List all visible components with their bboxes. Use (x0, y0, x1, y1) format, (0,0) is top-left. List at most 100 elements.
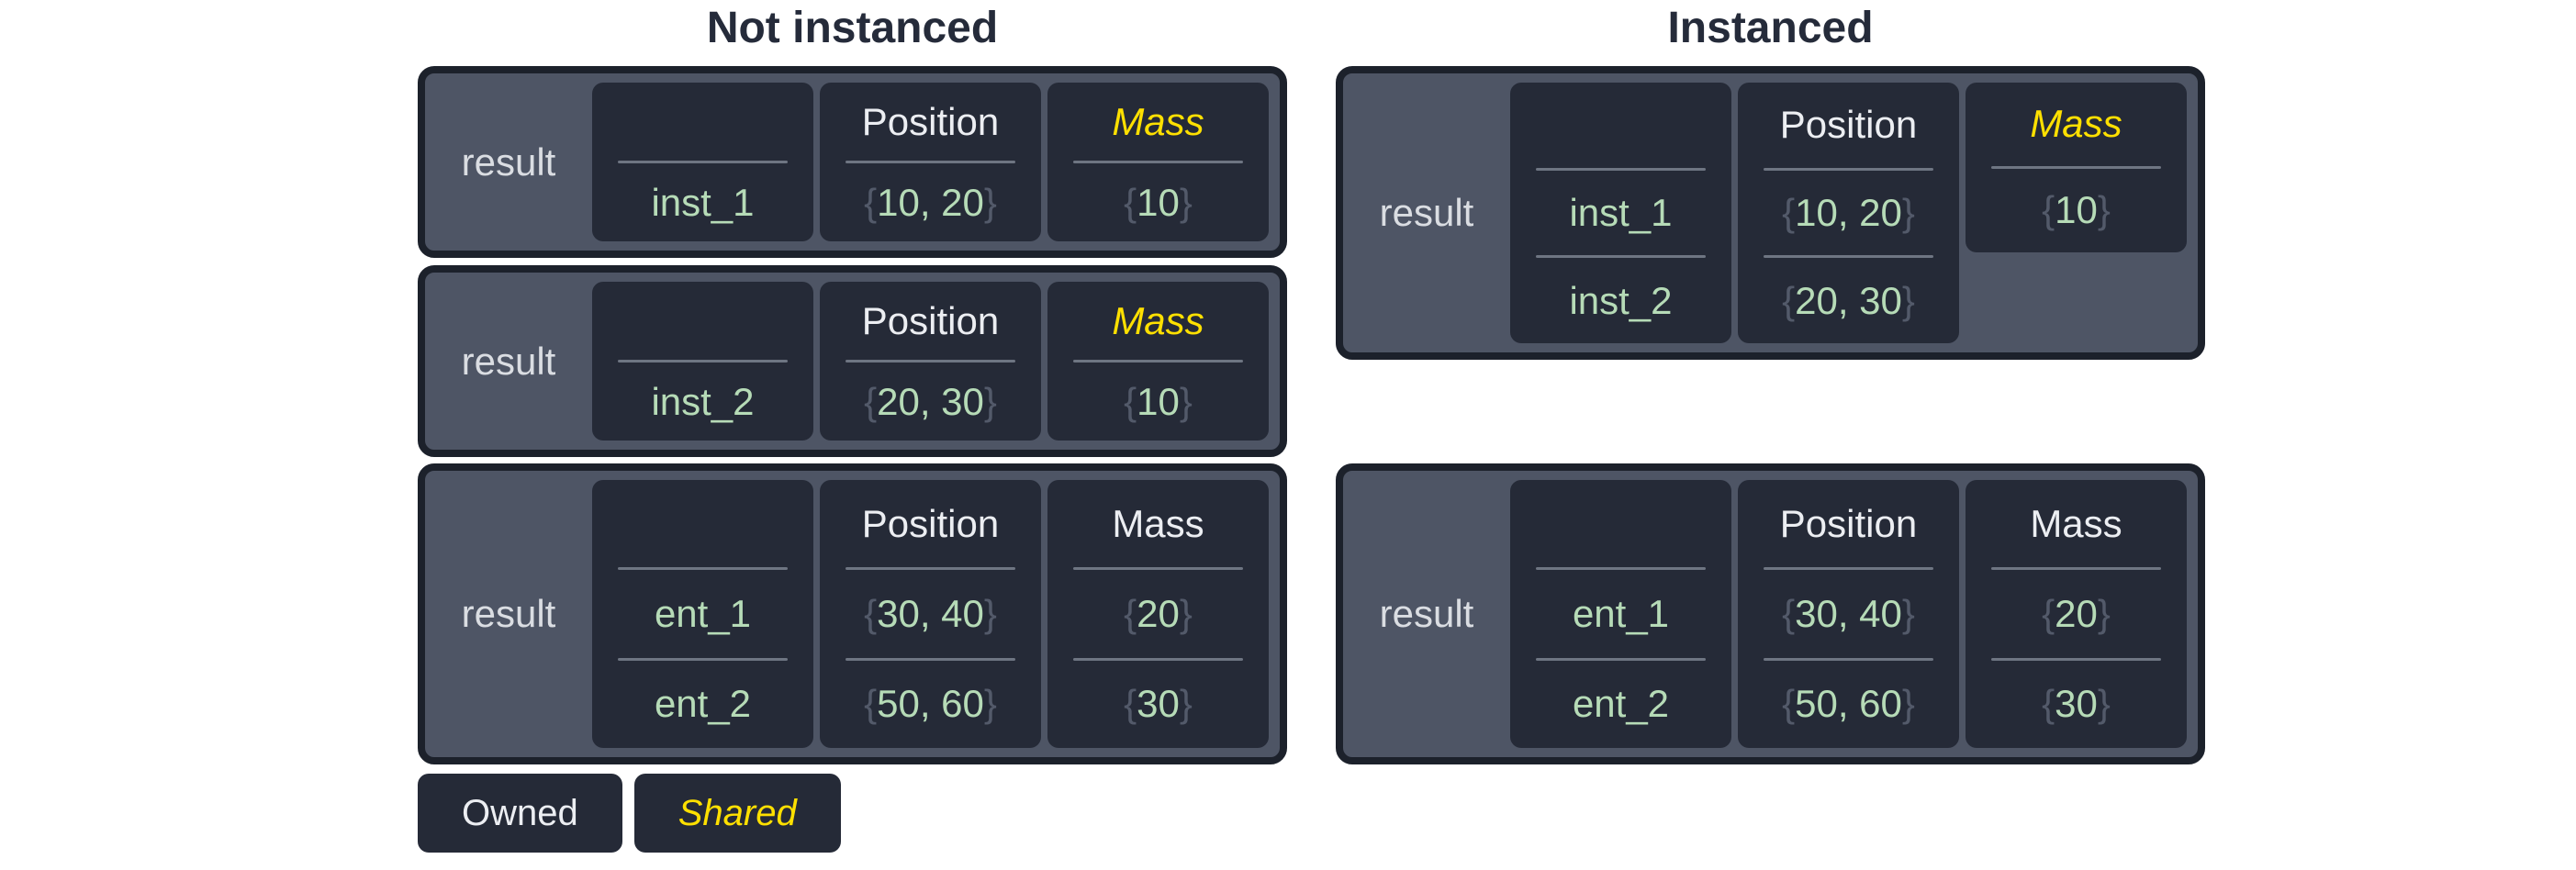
cell-header: Mass (2030, 501, 2122, 545)
cell-header: Position (861, 99, 1000, 143)
brace-close: } (983, 591, 997, 635)
value-text: 50, 60 (877, 682, 984, 726)
brace-open: { (864, 180, 878, 224)
divider-line (1764, 255, 1933, 259)
entity-id-cell: inst_1 (592, 83, 813, 241)
divider-line (618, 657, 788, 661)
brace-open: { (1124, 591, 1137, 635)
brace-close: } (1179, 591, 1193, 635)
divider-line (846, 360, 1015, 362)
brace-close: } (983, 180, 997, 224)
brace-open: { (1782, 591, 1796, 635)
cell-header: Mass (1112, 298, 1204, 342)
divider-line (1536, 167, 1706, 171)
result-label: result (461, 339, 556, 383)
legend-owned-chip: Owned (418, 774, 622, 853)
cell-value: inst_2 (1569, 278, 1673, 322)
divider-line (1073, 161, 1243, 163)
cell-value: {10} (1047, 362, 1269, 441)
cell-value: ent_2 (1572, 682, 1670, 726)
brace-open: { (1124, 180, 1137, 224)
entity-id-cell: inst_2 (592, 282, 813, 441)
cell-value: {50, 60} (820, 661, 1041, 748)
cell-header: Position (1779, 501, 1918, 545)
brace-close: } (1901, 591, 1915, 635)
component-cell-position: Position{20, 30} (820, 282, 1041, 441)
cell-header: Position (861, 501, 1000, 545)
divider-line (1991, 567, 2161, 571)
result-label: result (461, 139, 556, 184)
component-cell-mass: Mass{20}{30} (1047, 480, 1269, 748)
brace-open: { (1782, 191, 1796, 234)
brace-open: { (2042, 682, 2055, 726)
value-text: 30, 40 (877, 591, 984, 635)
component-cell-mass: Mass{20}{30} (1966, 480, 2187, 748)
cell-header (592, 282, 813, 360)
brace-close: } (2097, 682, 2111, 726)
divider-line (846, 567, 1015, 571)
legend: Owned Shared (418, 774, 841, 853)
divider-line (1991, 657, 2161, 661)
value-text: 10 (1137, 379, 1180, 423)
divider-line (1991, 165, 2161, 169)
cell-value: {20} (1966, 570, 2187, 657)
value-text: 10 (2055, 188, 2098, 232)
divider-line (846, 657, 1015, 661)
cell-value: {30, 40} (820, 570, 1041, 657)
entity-id-cell: ent_1 ent_2 (1510, 480, 1731, 748)
cell-value: ent_1 (1572, 591, 1670, 635)
column-title-not-instanced: Not instanced (706, 4, 999, 52)
cell-header (592, 83, 813, 161)
value-text: 10, 20 (1795, 191, 1902, 234)
component-cell-position: Position{10, 20} (820, 83, 1041, 241)
brace-open: { (2042, 591, 2055, 635)
component-cell-mass: Mass {10} (1047, 282, 1269, 441)
cell-header: Position (1779, 103, 1918, 147)
brace-close: } (1901, 278, 1915, 322)
divider-line (1536, 657, 1706, 661)
cell-header (1510, 83, 1731, 168)
cell-value: {20, 30} (1738, 258, 1959, 343)
component-cell-position: Position {30, 40}{50, 60} (820, 480, 1041, 748)
divider-line (1764, 167, 1933, 171)
cell-header: Mass (2030, 102, 2122, 146)
brace-close: } (983, 682, 997, 726)
result-box-not-instanced-2: result inst_2 Position{20, 30} Mass {10} (418, 265, 1287, 457)
brace-open: { (1782, 278, 1796, 322)
result-label: result (1379, 592, 1474, 635)
component-cell-mass: Mass {10} (1047, 83, 1269, 241)
column-title-instanced: Instanced (1667, 4, 1874, 52)
cell-header: Mass (1112, 99, 1204, 143)
divider-line (1536, 255, 1706, 259)
cell-value: {10} (1047, 163, 1269, 241)
divider-line (1073, 657, 1243, 661)
cells-row: inst_2 Position{20, 30} Mass {10} (592, 273, 1280, 450)
cell-value: inst_2 (651, 379, 755, 423)
divider-line (1073, 360, 1243, 362)
divider-line (618, 360, 788, 362)
cell-value: {20, 30} (820, 362, 1041, 441)
brace-open: { (2042, 188, 2055, 232)
divider-line (1764, 567, 1933, 571)
brace-close: } (1179, 379, 1193, 423)
cell-header (1510, 480, 1731, 567)
cell-value: ent_2 (654, 682, 752, 726)
cell-value: {20} (1047, 570, 1269, 657)
value-text: 20 (1137, 591, 1180, 635)
divider-line (1764, 657, 1933, 661)
result-label: result (1379, 191, 1474, 234)
value-text: 30 (2055, 682, 2098, 726)
brace-close: } (2097, 188, 2111, 232)
cell-value: {30} (1966, 661, 2187, 748)
brace-close: } (983, 379, 997, 423)
cell-value: {10, 20} (1738, 171, 1959, 256)
component-cell-position: Position{30, 40}{50, 60} (1738, 480, 1959, 748)
cell-value: inst_1 (651, 180, 755, 224)
divider-line (618, 161, 788, 163)
